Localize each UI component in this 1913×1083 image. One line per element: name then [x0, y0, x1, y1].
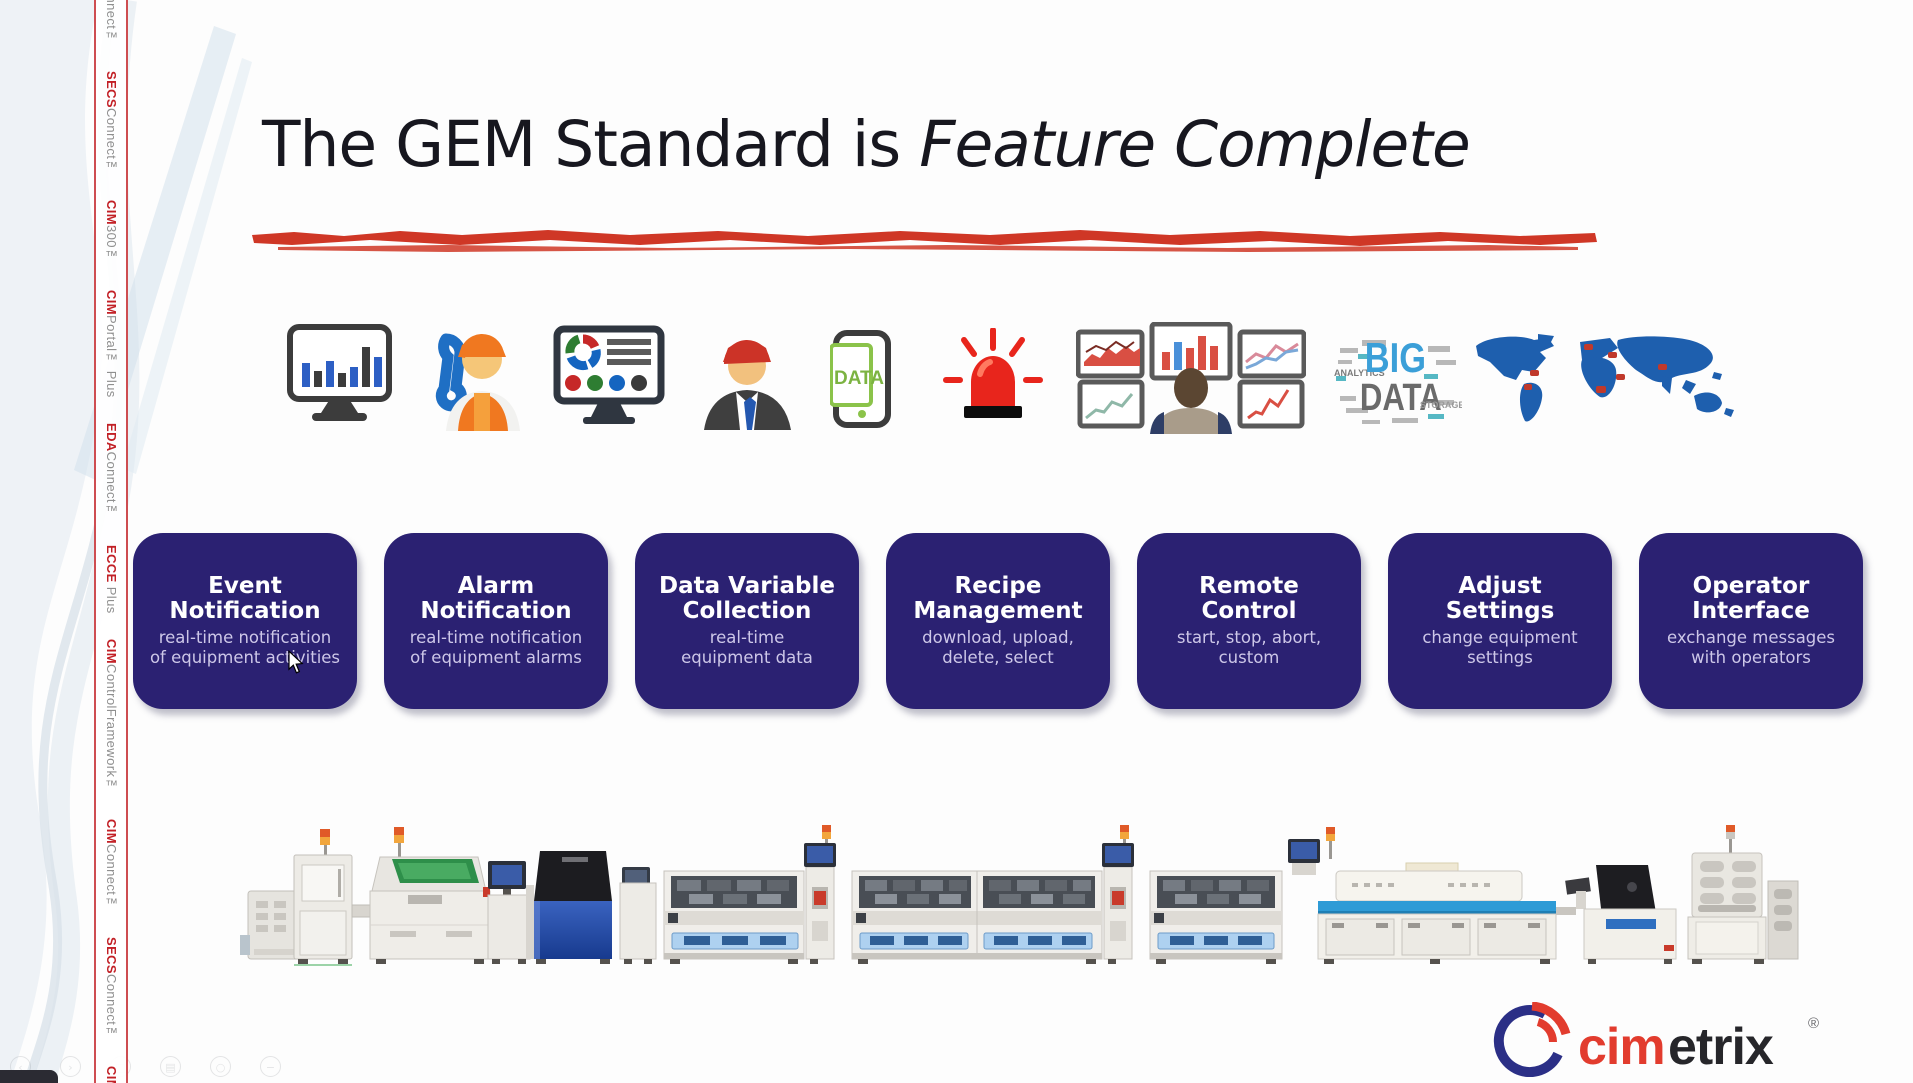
cimetrix-logo: cim etrix ®	[1493, 1002, 1819, 1078]
mobile-data-device-icon: DATA	[830, 330, 891, 428]
corner-notch	[0, 1070, 58, 1083]
viewer-control-button[interactable]: ○	[210, 1056, 231, 1077]
alarm-siren-icon	[943, 328, 1043, 418]
feature-subtitle: start, stop, abort, custom	[1176, 628, 1322, 668]
equip-pick-and-place-1	[663, 870, 805, 964]
feature-title: Adjust Settings	[1445, 572, 1555, 625]
feature-box: Remote Control start, stop, abort, custo…	[1137, 533, 1361, 709]
equip-tower-2	[1102, 825, 1134, 964]
feature-box: Operator Interface exchange messages wit…	[1639, 533, 1863, 709]
feature-subtitle: real-time equipment data	[681, 628, 813, 668]
feature-title: Remote Control	[1199, 572, 1299, 625]
title-underline-brush	[252, 230, 1597, 252]
feature-title: Recipe Management	[913, 572, 1083, 625]
feature-subtitle: change equipment settings	[1422, 628, 1578, 668]
feature-boxes-row: Event Notification real-time notificatio…	[133, 533, 1863, 709]
cimetrix-logo-mark	[1493, 1002, 1571, 1078]
slide-title: The GEM Standard is Feature Complete	[262, 108, 1471, 181]
logo-etrix-text: etrix	[1668, 1018, 1774, 1076]
equip-pick-and-place-2	[851, 870, 1103, 964]
feature-title: Data Variable Collection	[659, 572, 835, 625]
equip-screen-printer	[369, 827, 491, 964]
feature-box: Data Variable Collection real-time equip…	[635, 533, 859, 709]
ribbon-product: ECCE Plus	[104, 544, 119, 614]
phone-data-label: DATA	[834, 368, 884, 389]
equip-inspection-cabinet	[293, 829, 353, 966]
feature-title: Event Notification	[169, 572, 321, 625]
ribbon-product: CIM300™	[104, 1066, 119, 1083]
slide-title-normal: The GEM Standard is	[262, 108, 920, 181]
equip-console	[619, 867, 657, 964]
bigdata-data-label: DATA	[1360, 377, 1442, 419]
viewer-control-button[interactable]: ▤	[160, 1056, 181, 1077]
slide-title-italic: Feature Complete	[919, 108, 1471, 181]
engineer-icon	[704, 339, 791, 430]
feature-box: Alarm Notification real-time notificatio…	[384, 533, 608, 709]
ribbon-product: CIMConnect™	[104, 0, 119, 45]
smt-production-line	[240, 825, 1799, 966]
equip-pick-and-place-3	[1149, 839, 1320, 964]
ribbon-product: EDAConnect™	[104, 423, 119, 519]
feature-title: Operator Interface	[1692, 572, 1810, 625]
bigdata-big-label: BIG	[1365, 335, 1426, 382]
equip-reflow-oven	[1317, 827, 1576, 964]
world-map-icon	[1476, 334, 1734, 422]
bar-chart-monitor-icon	[287, 324, 392, 421]
feature-title: Alarm Notification	[420, 572, 572, 625]
feature-box: Adjust Settings change equipment setting…	[1388, 533, 1612, 709]
equip-tower-1	[804, 825, 836, 964]
equip-spi	[526, 851, 612, 964]
equip-unloader	[1687, 825, 1799, 964]
product-ribbon: CIMConnect™ SECSConnect™ CIM300™ CIMPort…	[94, 0, 128, 1083]
feature-subtitle: download, upload, delete, select	[922, 628, 1074, 668]
ribbon-product: CIMControlFramework™	[104, 639, 119, 794]
bigdata-analytics-label: ANALYTICS	[1334, 368, 1385, 378]
logo-registered-mark: ®	[1808, 1015, 1819, 1032]
feature-subtitle: real-time notification of equipment acti…	[149, 628, 341, 668]
logo-cim-text: cim	[1578, 1018, 1665, 1076]
ribbon-product: SECSConnect™	[104, 70, 119, 175]
bigdata-storage-label: STORAGE	[1420, 400, 1462, 410]
ribbon-product: CIMPortal™ Plus	[104, 289, 119, 398]
ribbon-product: CIMConnect™	[104, 819, 119, 911]
equip-loader	[240, 890, 303, 960]
feature-box: Recipe Management download, upload, dele…	[886, 533, 1110, 709]
ribbon-product: SECSConnect™	[104, 936, 119, 1041]
equip-monitor-station	[487, 861, 531, 964]
maintenance-worker-icon	[435, 333, 520, 431]
feature-box: Event Notification real-time notificatio…	[133, 533, 357, 709]
dashboard-monitor-icon	[553, 325, 665, 424]
feature-subtitle: real-time notification of equipment alar…	[409, 628, 583, 668]
feature-subtitle: exchange messages with operators	[1666, 628, 1836, 668]
big-data-cloud-icon: ANALYTICS BIG DATA STORAGE	[1334, 335, 1462, 424]
mouse-cursor	[288, 650, 304, 674]
viewer-control-button[interactable]: −	[260, 1056, 281, 1077]
viewer-control-button[interactable]: ›	[60, 1056, 81, 1077]
product-ribbon-text: CIMConnect™ SECSConnect™ CIM300™ CIMPort…	[100, 0, 122, 1083]
equip-router	[1565, 865, 1677, 964]
ribbon-product: CIM300™	[104, 200, 119, 264]
operator-workstation-icon	[1076, 322, 1306, 434]
